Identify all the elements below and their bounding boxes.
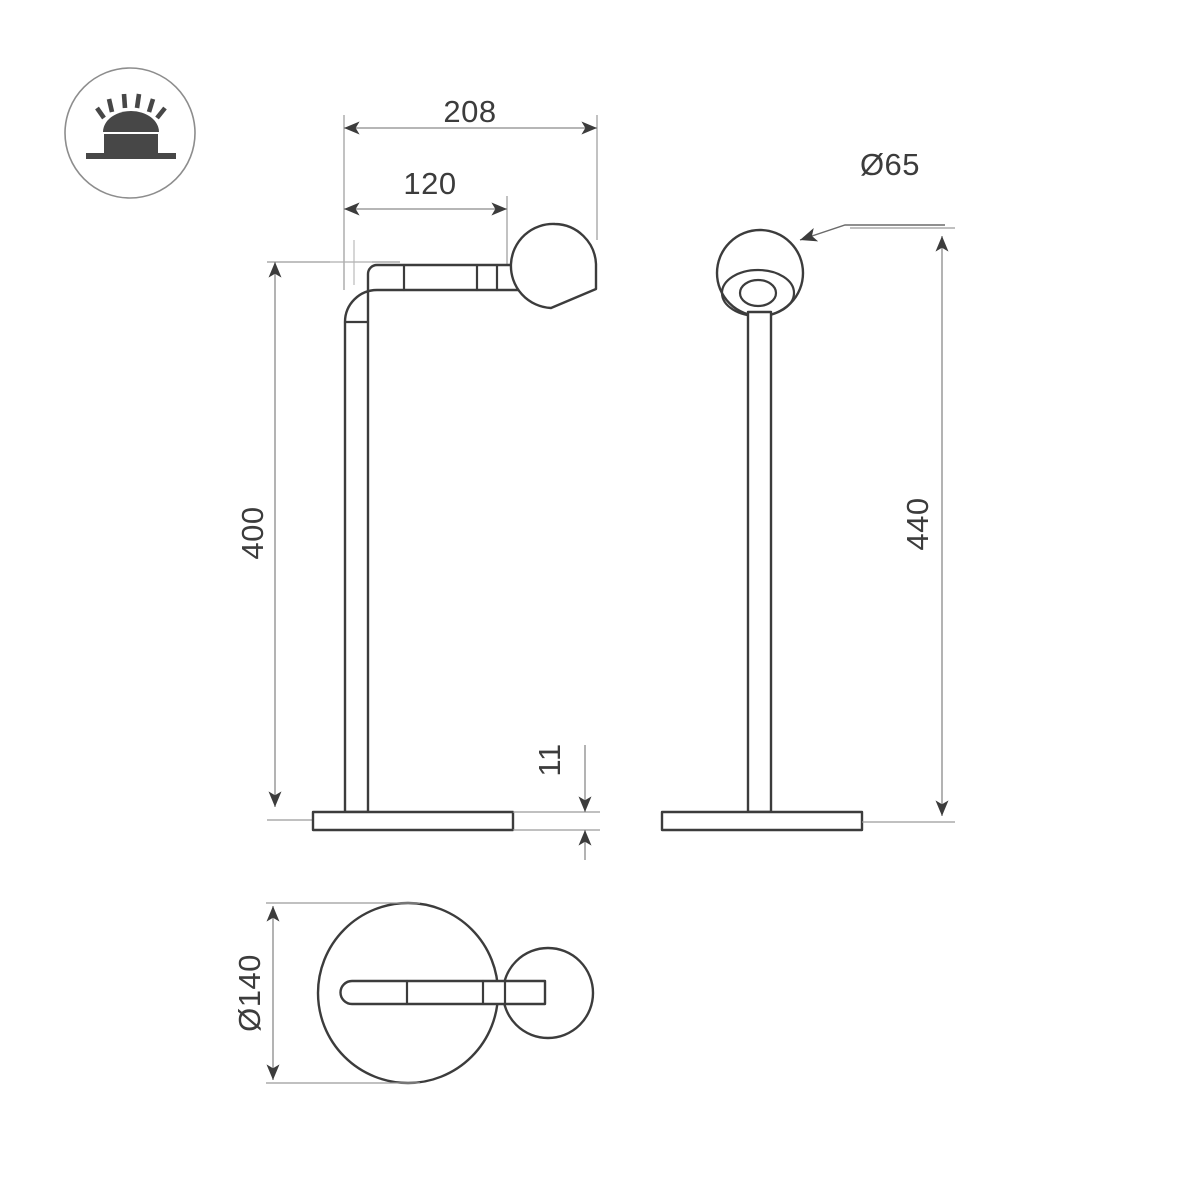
lamp-arm-top: [339, 979, 547, 1006]
top-view: Ø140: [232, 901, 595, 1085]
ray-icon-1: [106, 98, 115, 113]
luminaire-type-badge: [64, 67, 196, 199]
lamp-post-side: [746, 310, 773, 814]
dimension-400-label: 400: [235, 506, 270, 559]
dimension-208: 208: [344, 94, 597, 135]
badge-outline-circle: [64, 67, 196, 199]
ray-icon-4: [146, 98, 156, 113]
lamp-head-side: [715, 228, 805, 318]
lamp-body-icon: [104, 134, 158, 155]
ray-icon-2: [121, 93, 128, 109]
ray-icon-5: [95, 106, 106, 120]
ray-icon-3: [134, 93, 142, 109]
lamp-front-geometry: [311, 222, 598, 832]
dimension-head-diameter: Ø65: [799, 147, 945, 242]
lamp-dome-icon: [103, 111, 159, 132]
dimension-208-label: 208: [443, 94, 496, 129]
dimension-120-label: 120: [403, 166, 456, 201]
lamp-lens-inner: [738, 278, 778, 308]
lamp-head-front: [509, 222, 598, 310]
lamp-base-side: [660, 810, 864, 832]
lamp-arm-outline: [343, 263, 521, 814]
dimension-400: 400: [235, 262, 282, 807]
ray-icon-6: [155, 106, 167, 120]
lamp-mount-plate-icon: [86, 153, 176, 159]
dimension-head-diameter-label: Ø65: [860, 147, 920, 182]
surface-mounted-luminaire-icon: [86, 93, 176, 159]
front-view: 208 120 400: [235, 94, 600, 860]
dimension-120: 120: [344, 166, 507, 216]
side-view: Ø65 440: [660, 147, 955, 832]
dimension-440-label: 440: [900, 497, 935, 550]
dimension-140-label: Ø140: [232, 954, 267, 1032]
dimension-11-label: 11: [532, 743, 567, 776]
lamp-base-front: [311, 810, 515, 832]
dimension-140: Ø140: [232, 906, 280, 1080]
dimension-head-diameter-leader: [799, 224, 945, 242]
dimension-440: 440: [900, 236, 949, 816]
dimension-11: 11: [532, 743, 592, 860]
